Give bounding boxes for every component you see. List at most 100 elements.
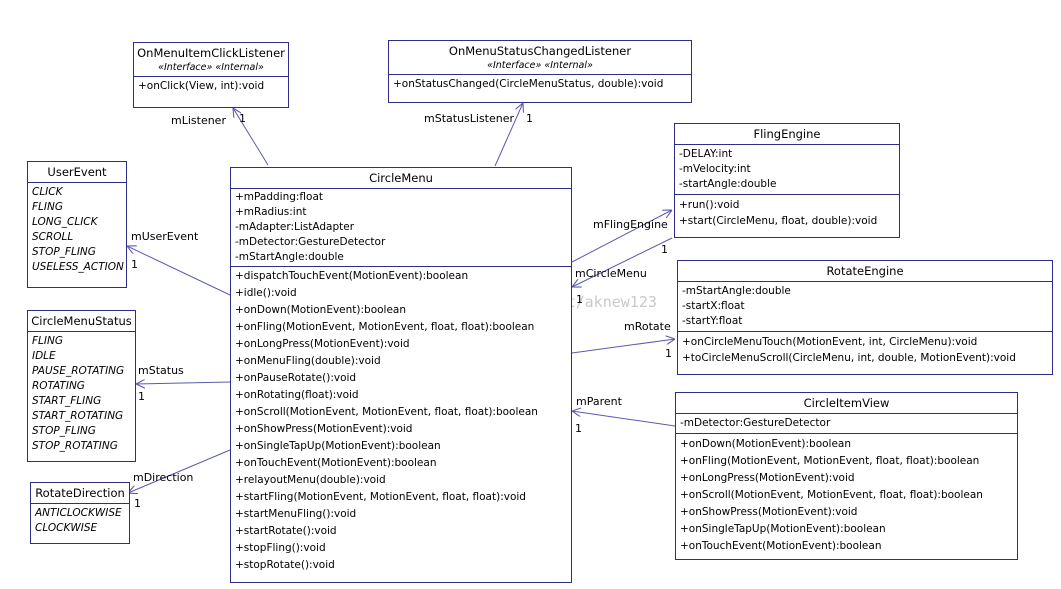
enum-literal: ANTICLOCKWISE <box>35 507 122 519</box>
method-item: +onTouchEvent(MotionEvent):boolean <box>235 457 437 469</box>
method-item: +startMenuFling():void <box>235 508 357 520</box>
enum-literal: CLICK <box>32 186 63 198</box>
class-flingengine: FlingEngine -DELAY:int -mVelocity:int -s… <box>674 123 900 238</box>
multiplicity-mdirection: 1 <box>134 497 141 510</box>
class-name: OnMenuStatusChangedListener <box>448 44 632 58</box>
method-item: +onTouchEvent(MotionEvent):boolean <box>680 540 882 552</box>
class-circleitemview: CircleItemView -mDetector:GestureDetecto… <box>675 392 1018 560</box>
method-item: +onLongPress(MotionEvent):void <box>680 472 855 484</box>
attribute-item: -mDetector:GestureDetector <box>235 236 386 248</box>
link-mstatuslistener <box>494 103 523 167</box>
role-mstatuslistener: mStatusListener <box>424 112 515 125</box>
method-item: +dispatchTouchEvent(MotionEvent):boolean <box>235 270 469 282</box>
link-mstatus <box>136 382 231 384</box>
method-item: +onSingleTapUp(MotionEvent):boolean <box>680 523 886 535</box>
class-rotateengine: RotateEngine -mStartAngle:double -startX… <box>677 260 1053 375</box>
method-item: +startFling(MotionEvent, MotionEvent, fl… <box>235 491 526 503</box>
method-item: +onShowPress(MotionEvent):void <box>680 506 858 518</box>
multiplicity-mstatuslistener: 1 <box>526 112 533 125</box>
method-item: +start(CircleMenu, float, double):void <box>679 215 878 227</box>
link-mlistener <box>233 108 269 166</box>
class-onmenustatuschangedlistener: OnMenuStatusChangedListener «Interface» … <box>388 40 692 103</box>
role-mrotate: mRotate <box>624 320 671 333</box>
role-mflingengine: mFlingEngine <box>593 218 668 231</box>
attribute-item: +mPadding:float <box>235 191 324 203</box>
class-circlemenu: CircleMenu +mPadding:float +mRadius:int … <box>230 167 572 583</box>
role-mdirection: mDirection <box>133 471 194 484</box>
enum-rotatedirection: RotateDirection ANTICLOCKWISE CLOCKWISE <box>30 482 130 544</box>
enum-literal: FLING <box>32 201 63 213</box>
attribute-item: -mAdapter:ListAdapter <box>235 221 355 233</box>
method-item: +onScroll(MotionEvent, MotionEvent, floa… <box>235 406 538 418</box>
class-name: RotateDirection <box>35 486 125 500</box>
class-name: FlingEngine <box>753 127 821 141</box>
multiplicity-muserevent: 1 <box>131 258 138 271</box>
enum-literal: STOP_ROTATING <box>32 440 118 452</box>
method-item: +run():void <box>679 199 740 211</box>
enum-literal: START_ROTATING <box>32 410 124 422</box>
method-item: +onMenuFling(double):void <box>235 355 381 367</box>
method-item: +onScroll(MotionEvent, MotionEvent, floa… <box>680 489 983 501</box>
method-item: +onDown(MotionEvent):boolean <box>680 438 852 450</box>
attribute-item: -DELAY:int <box>679 148 733 160</box>
class-name: UserEvent <box>47 165 107 179</box>
class-name: OnMenuItemClickListener <box>137 46 285 60</box>
class-stereotype: «Interface» «Internal» <box>487 60 593 71</box>
method-item: +startRotate():void <box>235 525 337 537</box>
role-mcirclemenu: mCircleMenu <box>575 267 647 280</box>
enum-userevent: UserEvent CLICK FLING LONG_CLICK SCROLL … <box>27 161 127 288</box>
class-name: RotateEngine <box>826 264 904 278</box>
method-item: +onCircleMenuTouch(MotionEvent, int, Cir… <box>682 336 978 348</box>
role-muserevent: mUserEvent <box>131 230 199 243</box>
attribute-item: +mRadius:int <box>235 206 307 218</box>
method-item: +relayoutMenu(double):void <box>235 474 386 486</box>
attribute-item: -mStartAngle:double <box>235 251 344 263</box>
method-item: +onFling(MotionEvent, MotionEvent, float… <box>235 321 535 333</box>
class-name: CircleMenu <box>369 171 433 185</box>
enum-literal: STOP_FLING <box>32 246 96 258</box>
method-item: +onShowPress(MotionEvent):void <box>235 423 413 435</box>
role-mlistener: mListener <box>171 114 226 127</box>
attribute-item: -startX:float <box>682 300 745 312</box>
method-item: +onRotating(float):void <box>235 389 359 401</box>
link-mdirection <box>128 449 231 493</box>
attribute-item: -mStartAngle:double <box>682 285 791 297</box>
multiplicity-mrotate: 1 <box>665 347 672 360</box>
class-name: CircleItemView <box>803 396 890 410</box>
enum-circlemenustatus: CircleMenuStatus FLING IDLE PAUSE_ROTATI… <box>27 310 136 462</box>
class-stereotype: «Interface» «Internal» <box>158 62 264 73</box>
attribute-item: -mDetector:GestureDetector <box>680 417 831 429</box>
method-item: +onFling(MotionEvent, MotionEvent, float… <box>680 455 980 467</box>
enum-literal: PAUSE_ROTATING <box>32 365 125 377</box>
class-onmenuitemclicklistener: OnMenuItemClickListener «Interface» «Int… <box>133 42 289 108</box>
multiplicity-mparent: 1 <box>575 422 582 435</box>
method-item: +idle():void <box>235 287 297 299</box>
method-item: +onStatusChanged(CircleMenuStatus, doubl… <box>393 78 664 90</box>
method-item: +onSingleTapUp(MotionEvent):boolean <box>235 440 441 452</box>
method-item: +onDown(MotionEvent):boolean <box>235 304 407 316</box>
enum-literal: IDLE <box>32 350 56 362</box>
method-item: +onPauseRotate():void <box>235 372 357 384</box>
link-mcirclemenu <box>572 237 673 287</box>
attribute-item: -mVelocity:int <box>679 163 751 175</box>
enum-literal: LONG_CLICK <box>32 216 98 228</box>
method-item: +onLongPress(MotionEvent):void <box>235 338 410 350</box>
link-mflingengine <box>571 210 672 263</box>
enum-literal: START_FLING <box>32 395 102 407</box>
link-mrotate <box>571 339 675 354</box>
class-name: CircleMenuStatus <box>31 314 132 328</box>
enum-literal: ROTATING <box>32 380 85 392</box>
method-item: +stopRotate():void <box>235 559 335 571</box>
link-mparent <box>572 411 676 427</box>
multiplicity-mstatus: 1 <box>138 390 145 403</box>
enum-literal: STOP_FLING <box>32 425 96 437</box>
enum-literal: USELESS_ACTION <box>32 261 124 273</box>
role-mstatus: mStatus <box>138 364 184 377</box>
multiplicity-mlistener: 1 <box>239 112 246 125</box>
enum-literal: FLING <box>32 335 63 347</box>
role-mparent: mParent <box>576 395 622 408</box>
attribute-item: -startY:float <box>682 315 743 327</box>
enum-literal: SCROLL <box>32 231 74 243</box>
multiplicity-mcirclemenu: 1 <box>576 293 583 306</box>
